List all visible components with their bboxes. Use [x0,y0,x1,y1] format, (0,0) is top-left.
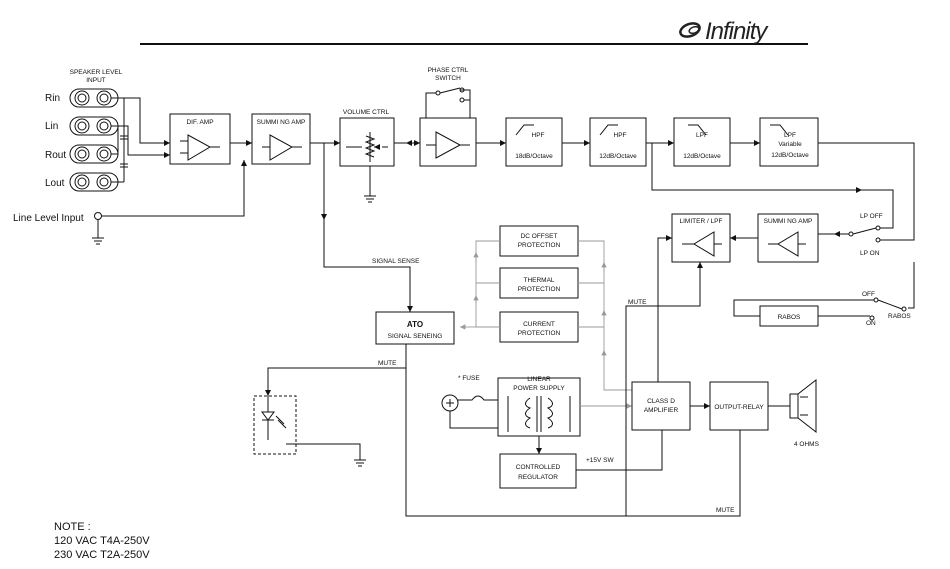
speaker-level-input-label: SPEAKER LEVEL INPUT [70,69,123,84]
svg-text:PROTECTION: PROTECTION [518,330,561,337]
protection-feedback-lines [460,240,632,391]
svg-text:AMPLIFIER: AMPLIFIER [644,407,679,414]
svg-text:12dB/Octave: 12dB/Octave [683,153,721,160]
line-level-input-label: Line Level Input [13,213,84,224]
rout-label: Rout [45,150,66,161]
svg-text:ATO: ATO [407,320,423,329]
svg-text:230 VAC T2A-250V: 230 VAC T2A-250V [54,549,150,561]
rout-jack-icon [69,144,119,164]
hpf-12db-block: HPF 12dB/Octave [589,117,647,167]
line-level-input-jack-icon [92,212,104,245]
svg-text:CURRENT: CURRENT [523,321,555,328]
lin-jack-icon [69,116,119,136]
svg-text:RABOS: RABOS [778,314,801,321]
rin-label: Rin [45,93,60,104]
hpf-18db-block: HPF 18dB/Octave [505,117,563,167]
svg-text:LINEAR: LINEAR [527,376,551,383]
svg-text:SPEAKER LEVEL: SPEAKER LEVEL [70,69,123,76]
svg-text:HPF: HPF [614,132,627,139]
svg-text:CLASS D: CLASS D [647,398,675,405]
mute-label-3: MUTE [716,507,735,514]
svg-text:SIGNAL SENEING: SIGNAL SENEING [388,333,443,340]
plus15v-label: +15V SW [586,457,615,464]
limiter-lpf-block: LIMITER / LPF [671,213,731,263]
svg-text:REGULATOR: REGULATOR [518,474,558,481]
summing-amp-block: SUMMI NG AMP [251,113,311,165]
svg-text:PROTECTION: PROTECTION [518,286,561,293]
svg-text:LPF: LPF [696,132,708,139]
input-wiring [111,97,170,183]
svg-text:POWER SUPPLY: POWER SUPPLY [513,385,565,392]
svg-text:Variable: Variable [778,141,802,148]
svg-text:OUTPUT-RELAY: OUTPUT-RELAY [714,404,764,411]
svg-text:12dB/Octave: 12dB/Octave [771,152,809,159]
svg-text:VOLUME CTRL: VOLUME CTRL [343,109,390,116]
note-block: NOTE : 120 VAC T4A-250V 230 VAC T2A-250V [54,521,150,561]
four-ohms-label: 4 OHMS [794,441,820,448]
summing-amp2-block: SUMMI NG AMP [757,213,819,263]
led-indicator-icon [253,395,366,467]
svg-text:LIMITER / LPF: LIMITER / LPF [680,218,723,225]
svg-text:CONTROLLED: CONTROLLED [516,464,561,471]
brand-name: Infinity [705,18,769,45]
thermal-protection-block: THERMAL PROTECTION [499,267,579,299]
lin-label: Lin [45,121,58,132]
svg-text:LP OFF: LP OFF [860,213,883,220]
svg-text:ON: ON [866,320,876,327]
svg-text:120 VAC T4A-250V: 120 VAC T4A-250V [54,535,150,547]
volume-ctrl-block: VOLUME CTRL [339,109,395,203]
dc-offset-protection-block: DC OFFSET PROTECTION [499,225,579,257]
svg-text:DIF. AMP: DIF. AMP [186,119,213,126]
svg-text:SWITCH: SWITCH [435,75,461,82]
svg-text:SUMMI NG AMP: SUMMI NG AMP [764,218,813,225]
svg-text:RABOS: RABOS [888,313,911,320]
svg-text:LP ON: LP ON [860,250,880,257]
svg-text:DC OFFSET: DC OFFSET [521,233,558,240]
lout-label: Lout [45,178,65,189]
rabos-switch: OFF ON RABOS RABOS [733,262,915,327]
rin-jack-icon [69,88,119,108]
linear-power-supply-block: LINEAR POWER SUPPLY [497,376,581,437]
fuse-label: * FUSE [458,375,480,382]
class-d-amplifier-block: CLASS D AMPLIFIER [631,381,691,431]
current-protection-block: CURRENT PROTECTION [499,311,579,343]
ac-input-icon [441,394,498,429]
svg-text:LPF: LPF [784,132,796,139]
signal-sense-label: SIGNAL SENSE [372,258,420,265]
rca-connector-icons [69,88,119,192]
svg-text:OFF: OFF [862,291,875,298]
svg-text:18dB/Octave: 18dB/Octave [515,153,553,160]
svg-text:THERMAL: THERMAL [523,277,554,284]
infinity-logo-icon [679,22,701,38]
mute-label-2: MUTE [628,299,647,306]
controlled-regulator-block: CONTROLLED REGULATOR [499,453,577,489]
lpf-12db-block: LPF 12dB/Octave [673,117,731,167]
output-relay-block: OUTPUT-RELAY [709,381,769,431]
dif-amp-block: DIF. AMP [169,113,231,165]
lpf-variable-block: LPF Variable 12dB/Octave [759,117,819,167]
mute-label-1: MUTE [378,360,397,367]
signal-sense-wire [323,143,413,312]
speaker-icon [789,378,817,434]
lout-jack-icon [69,172,119,192]
svg-text:INPUT: INPUT [86,77,106,84]
svg-text:12dB/Octave: 12dB/Octave [599,153,637,160]
line-input-wire [102,160,247,217]
svg-text:PROTECTION: PROTECTION [518,242,561,249]
svg-text:PHASE CTRL: PHASE CTRL [428,67,469,74]
phase-ctrl-switch-block: PHASE CTRL SWITCH [419,67,477,167]
svg-text:HPF: HPF [532,132,545,139]
lp-switch: LP OFF LP ON [834,213,883,257]
svg-text:SUMMI NG AMP: SUMMI NG AMP [257,119,306,126]
brand-logo: Infinity [679,18,770,45]
svg-text:NOTE :: NOTE : [54,521,91,533]
ato-block: ATO SIGNAL SENEING [375,311,455,345]
